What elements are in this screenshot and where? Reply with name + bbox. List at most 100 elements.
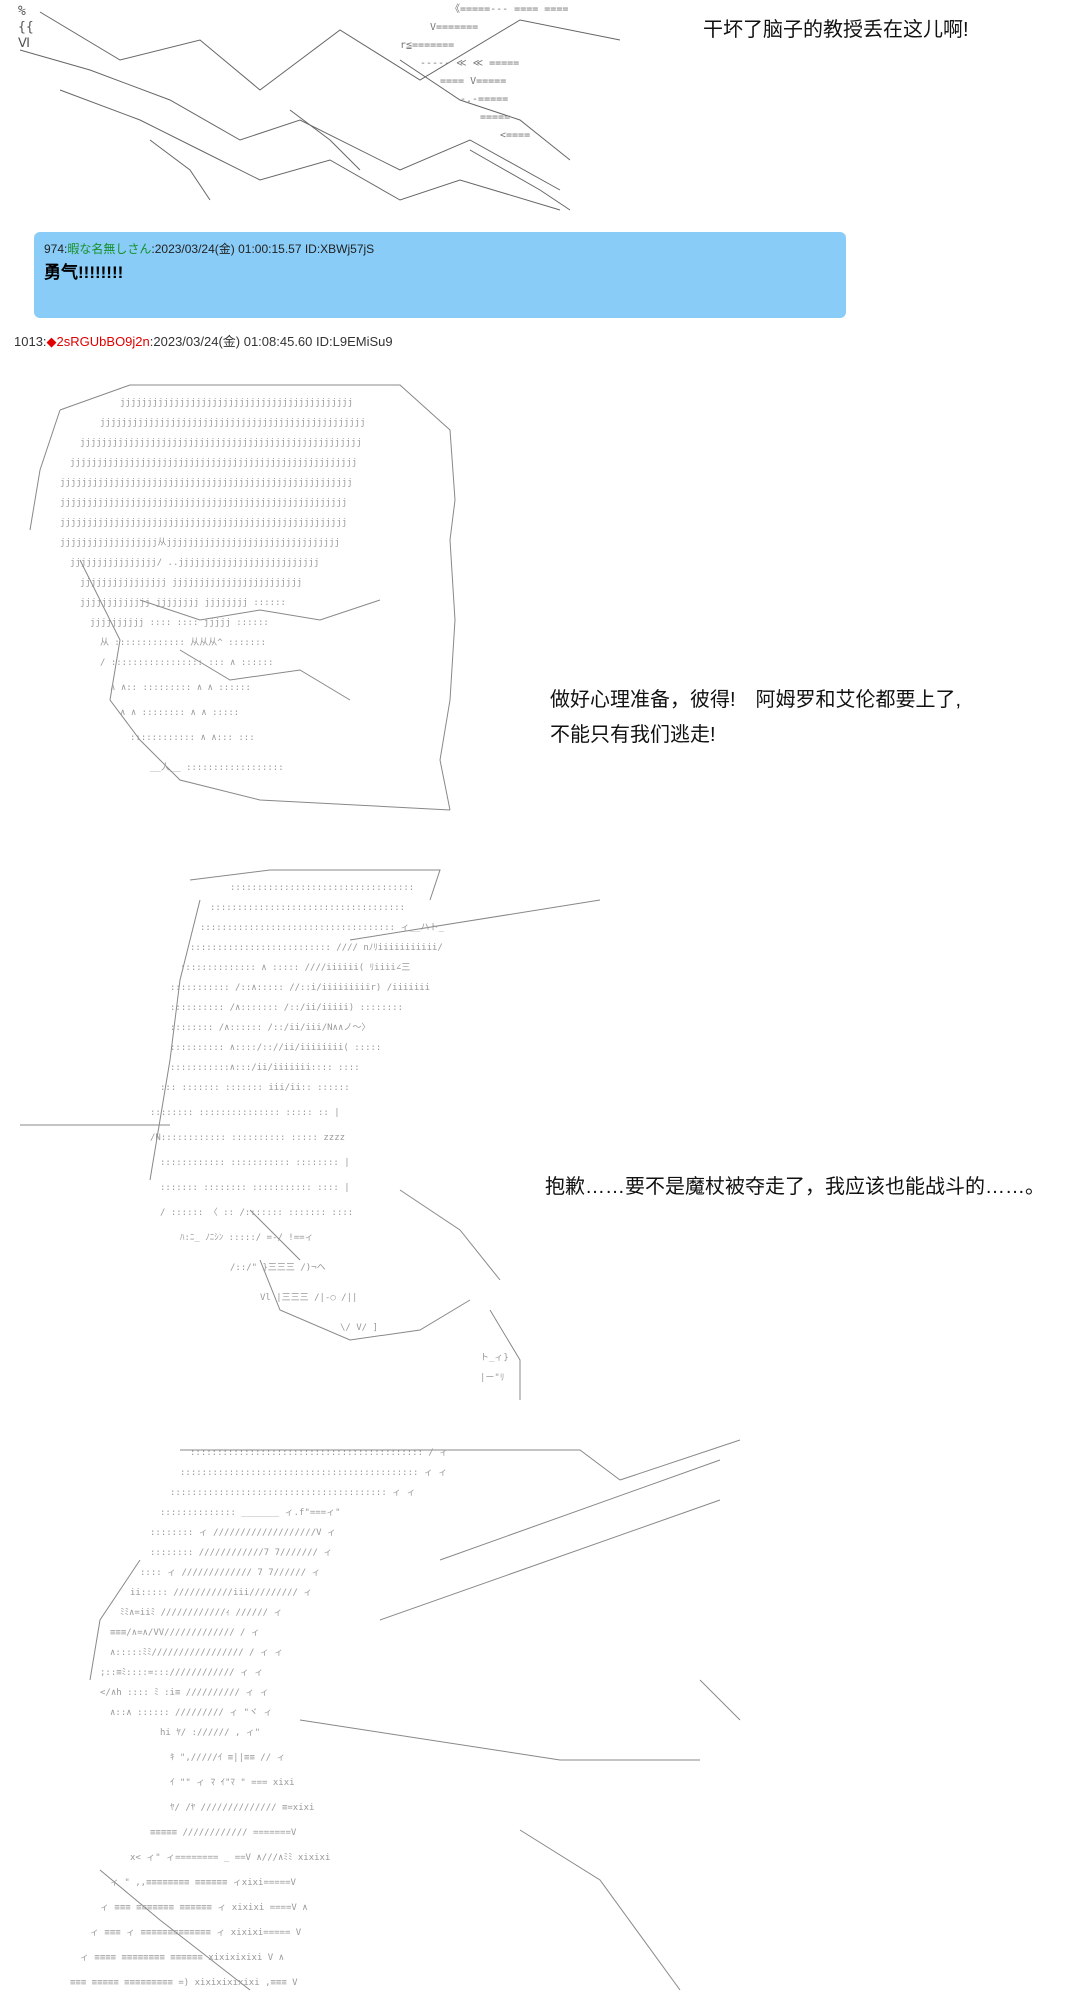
svg-text:::::::::::::::::::::::::::::::: :::::::::::::::::::::::::::::::::::: ィ__… — [200, 923, 445, 933]
ascii-art-character-2 — [20, 869, 601, 1400]
svg-text:hi ﾔ/ :////// , ィ": hi ﾔ/ :////// , ィ" — [160, 1728, 260, 1738]
ascii-art-glyphs: % {{ Ⅵ — [18, 4, 34, 52]
ascii-art-top — [19, 11, 621, 211]
svg-text:jjjjjjjjjjjjjjjjjjjjjjjjjjjjjj: jjjjjjjjjjjjjjjjjjjjjjjjjjjjjjjjjjjjjjjj… — [70, 458, 357, 468]
svg-text::::::::: ////////////7 7//////: :::::::: ////////////7 7/////// ィ — [150, 1548, 332, 1558]
svg-text::::::::::::::: _______ ィ.f"===: :::::::::::::: _______ ィ.f"===ィ" — [160, 1508, 341, 1518]
svg-text:jjjjjjjjjjjjjjjj/ ..jjjjjjjjjj: jjjjjjjjjjjjjjjj/ ..jjjjjjjjjjjjjjjjjjjj… — [70, 558, 319, 568]
post-author-trip[interactable]: 2sRGUbBO9j2n — [56, 334, 150, 349]
post-number[interactable]: 1013 — [14, 334, 43, 349]
svg-text:ｲ "" ィ ﾏ ｲ"ﾏ " === xixi: ｲ "" ィ ﾏ ｲ"ﾏ " === xixi — [170, 1778, 295, 1788]
post-datetime: :2023/03/24(金) 01:08:45.60 ID:L9EMiSu9 — [149, 334, 393, 349]
svg-text:::::::::::::::::::::::::::::::: ::::::::::::::::::::::::::::::::::::::::… — [170, 1488, 416, 1498]
svg-text:jjjjjjjjjjjjjjjjjjjjjjjjjjjjjj: jjjjjjjjjjjjjjjjjjjjjjjjjjjjjjjjjjjjjjjj… — [100, 418, 366, 428]
svg-text::::::::: /∧:::::: /::/ii/iii/N: :::::::: /∧:::::: /::/ii/iii/N∧∧ノ〜〉 — [170, 1022, 370, 1033]
svg-text:ﾊ:ﾆ_ ﾉﾆｼﾝ :::::/ =-/ !==ィ: ﾊ:ﾆ_ ﾉﾆｼﾝ :::::/ =-/ !==ィ — [180, 1233, 314, 1243]
svg-text:ィ " ,,≡≡≡≡≡≡≡≡ ≡≡≡≡≡≡ ィxixi==: ィ " ,,≡≡≡≡≡≡≡≡ ≡≡≡≡≡≡ ィxixi=====V — [110, 1878, 297, 1888]
caption-middle-line2: 不能只有我们逃走! — [550, 724, 716, 746]
caption-top: 干坏了脑子的教授丢在这儿啊! — [703, 19, 969, 41]
svg-text:ｷ ",/////ｲ ≡||≡≡ // ィ: ｷ ",/////ｲ ≡||≡≡ // ィ — [170, 1753, 286, 1763]
svg-text:∧::∧ :::::: ///////// ィ "ヾ ィ: ∧::∧ :::::: ///////// ィ "ヾ ィ — [110, 1708, 272, 1718]
svg-text:|ー"ﾘ: |ー"ﾘ — [480, 1373, 504, 1383]
svg-text:r≦=======: r≦======= — [400, 40, 454, 51]
svg-text:≡≡≡ ≡≡≡≡≡ ≡≡≡≡≡≡≡≡≡ =) xixixix: ≡≡≡ ≡≡≡≡≡ ≡≡≡≡≡≡≡≡≡ =) xixixixixixi ,≡≡≡… — [70, 1978, 298, 1988]
reply-header: 974:暇な名無しさん:2023/03/24(金) 01:00:15.57 ID… — [44, 242, 375, 256]
svg-text::::: ィ ///////////// 7 7//////: :::: ィ ///////////// 7 7////// ィ — [140, 1568, 321, 1578]
svg-text:/N:::::::::::: :::::::::: ::::: /N:::::::::::: :::::::::: ::::: zzzz — [150, 1133, 345, 1143]
ascii-glyph: % — [18, 4, 26, 19]
svg-text:jjjjjjjjjjjjj jjjjjjjj jjjj: jjjjjjjjjjjjj jjjjjjjj jjjjjjjj :::::: — [80, 598, 286, 608]
svg-text:=====: ===== — [480, 112, 510, 123]
svg-text:::::::::::::::::::::::::::::::: ::::::::::::::::::::::::::::::::::::::::… — [180, 1468, 447, 1478]
svg-text:jjjjjjjjjjjjjjjjjj从jjjjjjjjjjj: jjjjjjjjjjjjjjjjjj从jjjjjjjjjjjjjjjjjjjjj… — [60, 537, 340, 548]
svg-text:ﾐﾐ∧=iiﾐ ////////////ｨ ////// ィ: ﾐﾐ∧=iiﾐ ////////////ｨ ////// ィ — [120, 1608, 282, 1618]
svg-text:</∧h :::: ﾐ :i≡ ////////// ィ ィ: </∧h :::: ﾐ :i≡ ////////// ィ ィ — [100, 1688, 269, 1698]
svg-text:jjjjjjjjjjjjjjjjjjjjjjjjjjjjjj: jjjjjjjjjjjjjjjjjjjjjjjjjjjjjjjjjjjjjjjj… — [80, 438, 362, 448]
svg-text:<====: <==== — [500, 130, 530, 141]
svg-text:::::::::::::::::::::::::::::::: ::::::::::::::::::::::::::::::::::::::::… — [190, 1448, 448, 1458]
svg-text:jjjjjjjjjjjjjjjjjjjjjjjjjjjjjj: jjjjjjjjjjjjjjjjjjjjjjjjjjjjjjjjjjjjjjjj… — [120, 398, 353, 408]
svg-text:ii::::: ///////////iii////////: ii::::: ///////////iii///////// ィ — [130, 1588, 312, 1598]
svg-text:jjjjjjjjjjjjjjjj jjjjjjjjjjj: jjjjjjjjjjjjjjjj jjjjjjjjjjjjjjjjjjjjjjj… — [80, 578, 302, 588]
trip-diamond-icon: ◆ — [46, 334, 57, 349]
svg-text:ィ ≡≡≡≡ ≡≡≡≡≡≡≡≡ ≡≡≡≡≡≡ xixixix: ィ ≡≡≡≡ ≡≡≡≡≡≡≡≡ ≡≡≡≡≡≡ xixixixixi V ∧ — [80, 1953, 284, 1963]
svg-text::::::::::::: ∧ ∧::: :::: :::::::::::: ∧ ∧::: ::: — [130, 733, 255, 743]
svg-text::::::::::: ∧::::/:://ii/iiiiii: :::::::::: ∧::::/:://ii/iiiiiiii( ::::: — [170, 1043, 381, 1053]
svg-text:《=====--- ==== ====: 《=====--- ==== ==== — [450, 3, 568, 15]
ascii-art-character-3-fill: ::::::::::::::::::::::::::::::::::::::::… — [70, 1448, 448, 1988]
svg-text:/ :::::: 〈 :: /::::::: :::::::: / :::::: 〈 :: /::::::: ::::::: :::: — [160, 1207, 353, 1218]
svg-text:∧ ∧ :::::::: ∧ ∧ :::::: ∧ ∧ :::::::: ∧ ∧ ::::: — [120, 708, 239, 718]
ascii-glyph: Ⅵ — [18, 36, 30, 51]
svg-text::::::::::: /∧::::::: /::/ii/ii: :::::::::: /∧::::::: /::/ii/iiiii) :::::… — [170, 1003, 403, 1013]
ascii-art-character-3 — [89, 1439, 741, 1991]
svg-text:----- ≪ ≪ =====: ----- ≪ ≪ ===== — [420, 58, 519, 69]
svg-text:::::::::::: /::∧::::: //::i/ii: ::::::::::: /::∧::::: //::i/iiiiiiiiir) … — [170, 983, 430, 993]
svg-text::::::::::::: ::::::::::: :::::: :::::::::::: ::::::::::: :::::::: | — [160, 1158, 350, 1168]
svg-text:/::/" }三三三 /)¬ヘ: /::/" }三三三 /)¬ヘ — [230, 1263, 326, 1273]
svg-text:≡≡≡/∧=∧/VV///////////// / ィ: ≡≡≡/∧=∧/VV///////////// / ィ — [110, 1628, 260, 1638]
svg-text:::::::::::::::::::::::::::::::: :::::::::::::::::::::::::::::::::: — [230, 883, 414, 893]
svg-text:ィ ≡≡≡ ィ ≡≡≡≡≡≡≡≡≡≡≡≡≡ ィ xixixi: ィ ≡≡≡ ィ ≡≡≡≡≡≡≡≡≡≡≡≡≡ ィ xixixi===== V — [90, 1928, 302, 1938]
svg-text:ト_ィ}: ト_ィ} — [480, 1353, 509, 1363]
svg-text:jjjjjjjjjjjjjjjjjjjjjjjjjjjjjj: jjjjjjjjjjjjjjjjjjjjjjjjjjjjjjjjjjjjjjjj… — [60, 498, 347, 508]
ascii-art-top-text: 《=====--- ==== ==== V======= r≦======= -… — [400, 3, 568, 141]
svg-text:≡≡≡≡≡ //////////// =======V: ≡≡≡≡≡ //////////// =======V — [150, 1828, 297, 1838]
reply-body: 勇气!!!!!!!! — [44, 263, 124, 282]
svg-text:ﾔ/ /ﾔ ////////////// ≡=xixi: ﾔ/ /ﾔ ////////////// ≡=xixi — [170, 1803, 314, 1813]
svg-text:jjjjjjjjjj :::: :::: jjj: jjjjjjjjjj :::: :::: jjjjj :::::: — [90, 618, 269, 628]
svg-text:jjjjjjjjjjjjjjjjjjjjjjjjjjjjjj: jjjjjjjjjjjjjjjjjjjjjjjjjjjjjjjjjjjjjjjj… — [60, 478, 353, 488]
reply-datetime: :2023/03/24(金) 01:00:15.57 ID:XBWj57jS — [151, 242, 375, 256]
svg-text:__人__ ::::::::::::::::::: __人__ :::::::::::::::::: — [150, 762, 284, 773]
svg-text:∧:::::ﾐﾐ///////////////// / ィ: ∧:::::ﾐﾐ///////////////// / ィ ィ — [110, 1648, 283, 1658]
svg-text:;::≡ﾐ::::=::://////////// ィ ィ: ;::≡ﾐ::::=::://////////// ィ ィ — [100, 1668, 263, 1678]
svg-text:jjjjjjjjjjjjjjjjjjjjjjjjjjjjjj: jjjjjjjjjjjjjjjjjjjjjjjjjjjjjjjjjjjjjjjj… — [60, 518, 347, 528]
caption-middle-line1: 做好心理准备，彼得! 阿姆罗和艾伦都要上了, — [550, 689, 962, 711]
svg-text:::: ::::::: ::::::: iii/ii:: :: ::: ::::::: ::::::: iii/ii:: :::::: — [160, 1083, 350, 1093]
svg-text:::::::: :::::::: ::::::::::: :: ::::::: :::::::: ::::::::::: :::: | — [160, 1183, 350, 1193]
svg-text:Vl |三三三 /|-○ /||: Vl |三三三 /|-○ /|| — [260, 1293, 357, 1303]
svg-text::::::::::::::: ∧ ::::: ////iii: :::::::::::::: ∧ ::::: ////iiiiii( ﾘiiii… — [180, 963, 410, 973]
post-header: 1013:◆2sRGUbBO9j2n:2023/03/24(金) 01:08:4… — [14, 334, 393, 349]
svg-text::::::::: ::::::::::::::: :::::: :::::::: ::::::::::::::: ::::: :: | — [150, 1108, 340, 1118]
svg-text:::::::::::::::::::::::::::::::: :::::::::::::::::::::::::::::::::::: — [210, 903, 405, 913]
svg-text:x< ィ" ィ======== _ ==V ∧///∧ﾐﾐ: x< ィ" ィ======== _ ==V ∧///∧ﾐﾐ xixixi — [130, 1853, 330, 1863]
quoted-reply-box: 974:暇な名無しさん:2023/03/24(金) 01:00:15.57 ID… — [34, 232, 846, 318]
ascii-art-character-1 — [29, 384, 456, 811]
svg-text:\/ V/ ]: \/ V/ ] — [340, 1323, 378, 1333]
ascii-glyph: {{ — [18, 20, 34, 35]
ascii-art-character-2-fill: :::::::::::::::::::::::::::::::::: :::::… — [150, 883, 509, 1383]
svg-text:ィ ≡≡≡ ≡≡≡≡≡≡≡ ≡≡≡≡≡≡ ィ xixixi: ィ ≡≡≡ ≡≡≡≡≡≡≡ ≡≡≡≡≡≡ ィ xixixi ====V ∧ — [100, 1903, 308, 1913]
svg-text::::::::: ィ ///////////////////: :::::::: ィ ///////////////////V ィ — [150, 1528, 336, 1538]
reply-author-name[interactable]: 暇な名無しさん — [67, 242, 152, 256]
svg-text::::::::::::∧:::/ii/iiiiiii::::: :::::::::::∧:::/ii/iiiiiii:::: :::: — [170, 1063, 360, 1073]
svg-text:从 ::::::::::::: 从从从^ :::::::: 从 ::::::::::::: 从从从^ ::::::: — [100, 637, 266, 648]
svg-text:V=======: V======= — [430, 22, 478, 33]
svg-text:/ ::::::::::::::::: ::: ∧ ::::: / ::::::::::::::::: ::: ∧ :::::: — [100, 658, 273, 668]
caption-lower: 抱歉……要不是魔杖被夺走了，我应该也能战斗的……。 — [545, 1176, 1045, 1198]
reply-number: 974 — [44, 242, 65, 256]
svg-text::::::::::::::::::::::::::: ///: :::::::::::::::::::::::::: //// nﾉﾘiiiii… — [190, 943, 443, 953]
ascii-art-character-1-fill: jjjjjjjjjjjjjjjjjjjjjjjjjjjjjjjjjjjjjjjj… — [60, 398, 366, 773]
svg-text:==== V=====: ==== V===== — [440, 76, 506, 87]
svg-text:-.-=====: -.-===== — [460, 94, 508, 105]
